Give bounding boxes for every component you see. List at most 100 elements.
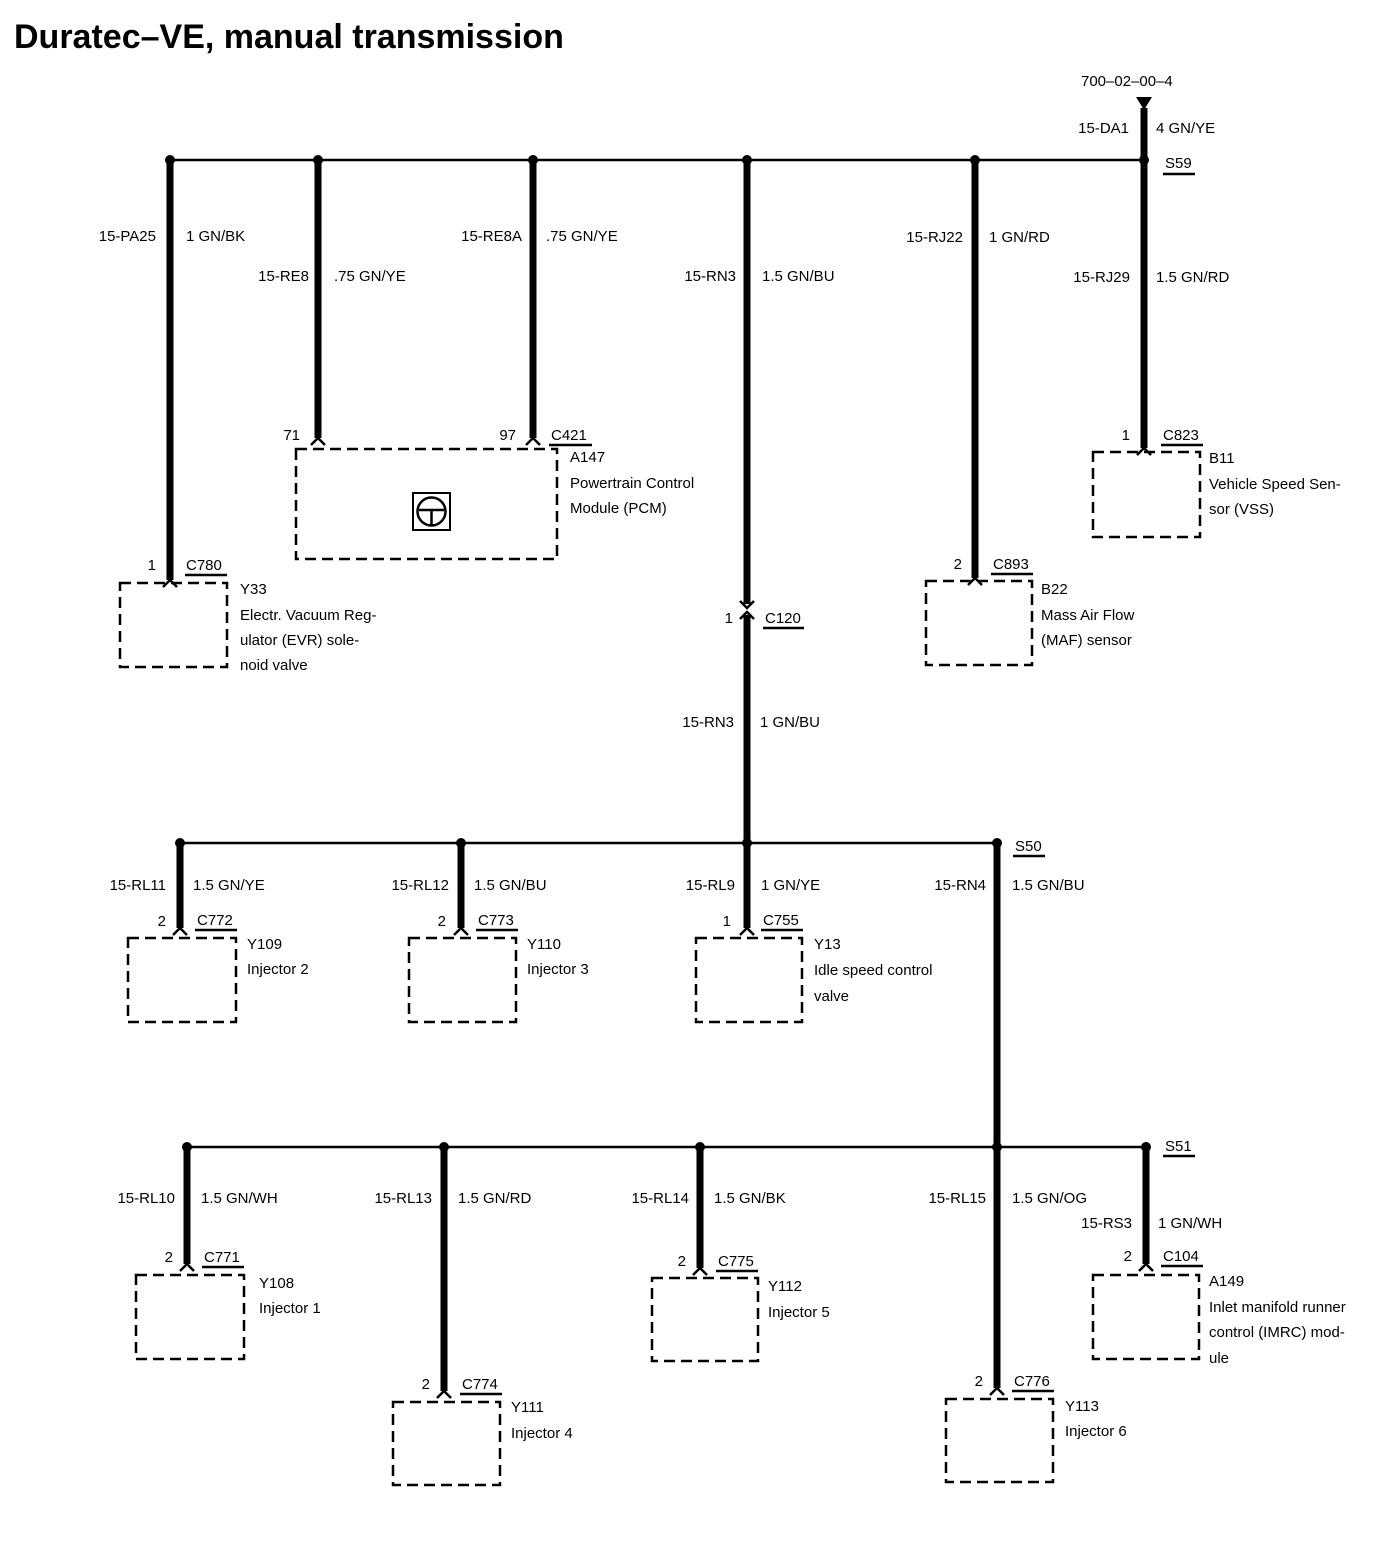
- wire-rl15-circuit: 15-RL15: [928, 1190, 986, 1207]
- component-b22-desc: Mass Air Flow: [1041, 607, 1135, 624]
- connector-c772-pin-icon: [172, 926, 188, 936]
- component-a149-desc: ule: [1209, 1350, 1229, 1367]
- feed-wire-spec: 4 GN/YE: [1156, 120, 1215, 137]
- component-y113-id: Y113: [1065, 1398, 1099, 1415]
- connector-c773-pin-icon: [453, 926, 469, 936]
- component-b11-desc: sor (VSS): [1209, 501, 1274, 518]
- splice-s50: S50: [1015, 838, 1042, 855]
- connector-c772-pin: 2: [158, 913, 166, 930]
- component-y13-box: [694, 936, 804, 1024]
- component-y111-desc: Injector 4: [511, 1425, 573, 1442]
- component-y112-id: Y112: [768, 1278, 802, 1295]
- wire-rl14-circuit: 15-RL14: [631, 1190, 689, 1207]
- connector-c104-pin-icon: [1138, 1262, 1154, 1272]
- connector-c771-pin-icon: [179, 1262, 195, 1272]
- component-y108-id: Y108: [259, 1275, 294, 1292]
- connector-c421-pin-icon: [525, 436, 541, 446]
- connector-c773: C773: [478, 912, 514, 929]
- component-y110-desc: Injector 3: [527, 961, 589, 978]
- feed-circuit: 15-DA1: [1078, 120, 1129, 137]
- connector-c421: C421: [551, 427, 587, 444]
- component-y33-id: Y33: [240, 581, 267, 598]
- wire-rn3-upper-circuit: 15-RN3: [684, 268, 736, 285]
- wire-rl13-spec: 1.5 GN/RD: [458, 1190, 532, 1207]
- wire-rl10-spec: 1.5 GN/WH: [201, 1190, 278, 1207]
- wire-pa25-circuit: 15-PA25: [99, 228, 156, 245]
- component-b22-box: [924, 579, 1034, 667]
- connector-c772: C772: [197, 912, 233, 929]
- connector-c104: C104: [1163, 1248, 1199, 1265]
- connector-c771: C771: [204, 1249, 240, 1266]
- connector-c104-pin: 2: [1124, 1248, 1132, 1265]
- component-a149-desc: Inlet manifold runner: [1209, 1299, 1346, 1316]
- component-y113-desc: Injector 6: [1065, 1423, 1127, 1440]
- wire-rj22-spec: 1 GN/RD: [989, 229, 1050, 246]
- component-y111-box: [391, 1400, 502, 1487]
- component-y109-desc: Injector 2: [247, 961, 309, 978]
- wire-rl11-circuit: 15-RL11: [110, 877, 166, 894]
- wire-rn3-lower-circuit: 15-RN3: [682, 714, 734, 731]
- wire-rs3-circuit: 15-RS3: [1081, 1215, 1132, 1232]
- wire-rl12-spec: 1.5 GN/BU: [474, 877, 547, 894]
- component-y33-box: [118, 581, 229, 669]
- component-b22-desc: (MAF) sensor: [1041, 632, 1132, 649]
- wire-rl14-spec: 1.5 GN/BK: [714, 1190, 786, 1207]
- wire-rn3-lower-spec: 1 GN/BU: [760, 714, 820, 731]
- steering-wheel-icon: [412, 492, 451, 531]
- wire-rl11-spec: 1.5 GN/YE: [193, 877, 265, 894]
- connector-c893: C893: [993, 556, 1029, 573]
- wire-rl13-circuit: 15-RL13: [374, 1190, 432, 1207]
- component-y111-id: Y111: [511, 1399, 544, 1416]
- connector-c774-pin-icon: [436, 1389, 452, 1399]
- connector-c421-pin-icon: [310, 436, 326, 446]
- splice-s59: S59: [1165, 155, 1192, 172]
- connector-c120-pin: 1: [725, 610, 733, 627]
- wire-rl10-circuit: 15-RL10: [117, 1190, 175, 1207]
- connector-c120: C120: [765, 610, 801, 627]
- wire-rl9-spec: 1 GN/YE: [761, 877, 820, 894]
- connector-c775: C775: [718, 1253, 754, 1270]
- connector-c775-pin-icon: [692, 1266, 708, 1276]
- wire-re8-circuit: 15-RE8: [258, 268, 309, 285]
- component-y109-id: Y109: [247, 936, 282, 953]
- connector-c120-lower-icon: [739, 610, 755, 620]
- connector-c780: C780: [186, 557, 222, 574]
- wire-rl9-circuit: 15-RL9: [686, 877, 735, 894]
- source-reference: 700–02–00–4: [1081, 73, 1173, 90]
- component-y33-desc: ulator (EVR) sole-: [240, 632, 359, 649]
- connector-c120-upper-icon: [739, 600, 755, 610]
- component-y33-desc: noid valve: [240, 657, 308, 674]
- component-a149-id: A149: [1209, 1273, 1244, 1290]
- component-y112-box: [650, 1276, 760, 1363]
- component-b22-id: B22: [1041, 581, 1068, 598]
- connector-c780-pin-icon: [162, 578, 178, 588]
- component-y108-desc: Injector 1: [259, 1300, 321, 1317]
- component-y108-box: [134, 1273, 246, 1361]
- component-y112-desc: Injector 5: [768, 1304, 830, 1321]
- wire-rj22-circuit: 15-RJ22: [906, 229, 963, 246]
- connector-c893-pin: 2: [954, 556, 962, 573]
- component-y113-box: [944, 1397, 1055, 1484]
- component-y110-box: [407, 936, 518, 1024]
- connector-c421-pin-a: 71: [283, 427, 300, 444]
- connector-c421-pin-b: 97: [499, 427, 516, 444]
- wire-re8-spec: .75 GN/YE: [334, 268, 406, 285]
- component-y33-desc: Electr. Vacuum Reg-: [240, 607, 376, 624]
- wire-rn3-upper-spec: 1.5 GN/BU: [762, 268, 835, 285]
- connector-c776: C776: [1014, 1373, 1050, 1390]
- component-a149-box: [1091, 1273, 1201, 1361]
- connector-c776-pin-icon: [989, 1386, 1005, 1396]
- component-a147-desc: Module (PCM): [570, 500, 667, 517]
- component-y13-desc: valve: [814, 988, 849, 1005]
- component-b11-desc: Vehicle Speed Sen-: [1209, 476, 1341, 493]
- component-y13-id: Y13: [814, 936, 841, 953]
- connector-c823-pin: 1: [1122, 427, 1130, 444]
- wire-rl12-circuit: 15-RL12: [391, 877, 449, 894]
- connector-c893-pin-icon: [967, 576, 983, 586]
- wire-rs3-spec: 1 GN/WH: [1158, 1215, 1222, 1232]
- component-a149-desc: control (IMRC) mod-: [1209, 1324, 1345, 1341]
- connector-c755: C755: [763, 912, 799, 929]
- wire-rj29-circuit: 15-RJ29: [1073, 269, 1130, 286]
- wire-pa25-spec: 1 GN/BK: [186, 228, 245, 245]
